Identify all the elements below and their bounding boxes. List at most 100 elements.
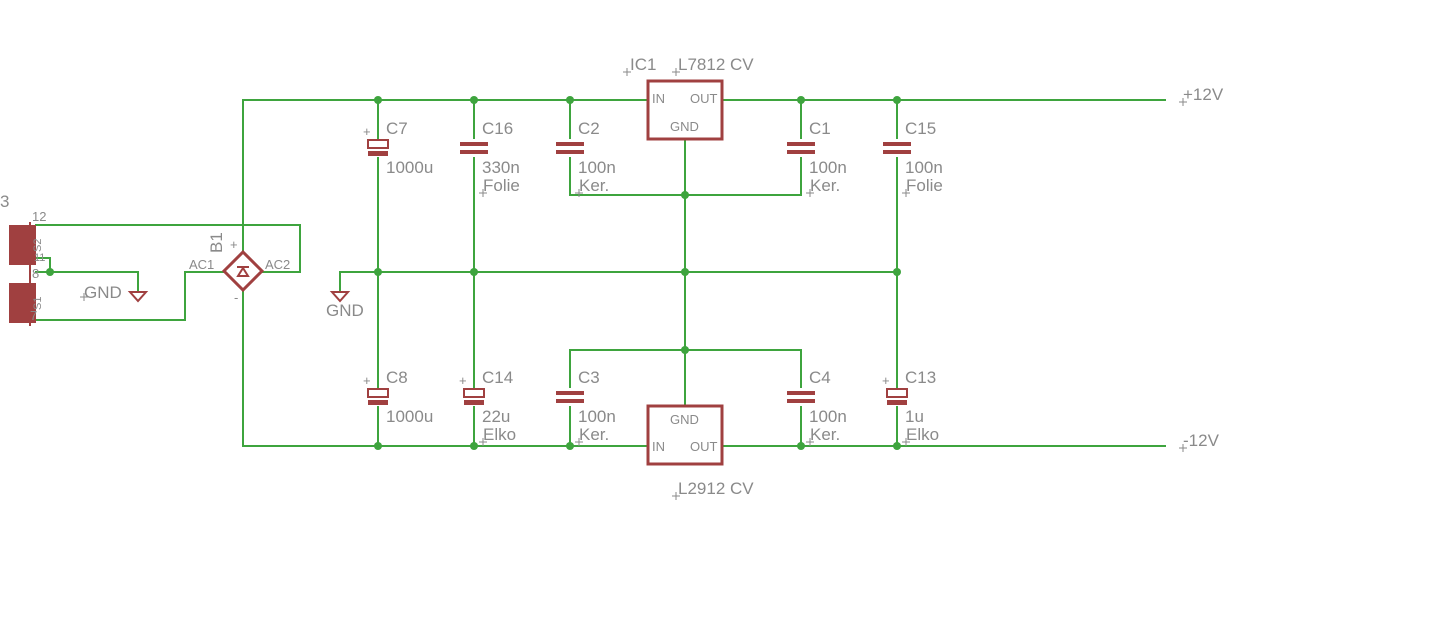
capacitor-plate-minus [464, 400, 484, 405]
capacitor-plate-bottom [556, 399, 584, 403]
capacitor-plate-minus [887, 400, 907, 405]
capacitor-plate-top [883, 142, 911, 146]
capacitor-plate-top [460, 142, 488, 146]
capacitor-value: 1u [905, 407, 924, 426]
capacitor-type: Elko [906, 425, 939, 444]
junction-node [470, 442, 478, 450]
junction-node [797, 442, 805, 450]
junction-node [374, 268, 382, 276]
diode-icon [236, 266, 250, 277]
capacitor-plate-plus [367, 139, 389, 149]
junction-node [470, 96, 478, 104]
capacitor-polarity-mark: + [882, 373, 890, 388]
capacitor-ref: C4 [809, 368, 831, 387]
capacitor-gap [787, 388, 815, 406]
capacitor-ref: C1 [809, 119, 831, 138]
capacitor-value: 22u [482, 407, 510, 426]
gnd-label-transformer: GND [84, 283, 122, 302]
junction-node [470, 268, 478, 276]
capacitor-plate-plus [367, 388, 389, 398]
capacitor-value: 100n [578, 407, 616, 426]
capacitor-plate-top [787, 391, 815, 395]
capacitor-type: Elko [483, 425, 516, 444]
junction-node [893, 96, 901, 104]
capacitor-type: Folie [483, 176, 520, 195]
bridge-pin-ac1: AC1 [189, 257, 214, 272]
transformer-core-s2 [9, 225, 36, 265]
ic1-body [646, 79, 724, 141]
capacitor-plate-plus [886, 388, 908, 398]
capacitor-plate-bottom [787, 150, 815, 154]
supply-neg: -12V [1179, 431, 1220, 452]
ic1-pin-gnd: GND [670, 119, 699, 134]
capacitor-plate-minus [368, 400, 388, 405]
capacitor-ref: C13 [905, 368, 936, 387]
junction-node [681, 346, 689, 354]
regulator-ic2: GND IN OUT L2912 CV [646, 404, 754, 500]
ic1-value: L7812 CV [678, 55, 754, 74]
regulator-ic1: IN OUT GND IC1 L7812 CV [623, 55, 754, 141]
bridge-rectifier: B1 + - AC1 AC2 [189, 232, 290, 305]
capacitor-type: Ker. [810, 176, 840, 195]
bridge-pin-minus: - [234, 290, 238, 305]
junction-nodes [46, 96, 901, 450]
capacitor-type: Ker. [579, 176, 609, 195]
supply-pos-label: +12V [1183, 85, 1224, 104]
bridge-pin-plus: + [230, 237, 238, 252]
transformer-pin-7: 7 [30, 308, 37, 323]
junction-node [46, 268, 54, 276]
gnd-symbol-transformer: GND [80, 283, 149, 303]
capacitor-value: 1000u [386, 158, 433, 177]
ic2-pin-out: OUT [690, 439, 718, 454]
supply-neg-label: -12V [1183, 431, 1220, 450]
ic2-pin-gnd: GND [670, 412, 699, 427]
transformer-core-s1 [9, 283, 36, 323]
capacitor-ref: C2 [578, 119, 600, 138]
capacitor-gap [556, 388, 584, 406]
capacitor-gap [787, 139, 815, 157]
capacitor-gap [460, 139, 488, 157]
capacitors: +C71000uC16330nFolieC2100nKer.C1100nKer.… [363, 119, 943, 446]
capacitor-type: Ker. [810, 425, 840, 444]
junction-node [893, 442, 901, 450]
junction-node [374, 96, 382, 104]
junction-node [681, 268, 689, 276]
ic1-pin-out: OUT [690, 91, 718, 106]
junction-node [566, 442, 574, 450]
capacitor-ref: C14 [482, 368, 513, 387]
ic1-ref: IC1 [630, 55, 656, 74]
capacitor-ref: C3 [578, 368, 600, 387]
gnd-triangle-icon [127, 291, 149, 303]
transformer-winding-s2: S2 [32, 239, 44, 252]
gnd-triangle-icon [329, 291, 351, 303]
capacitor-plate-top [556, 391, 584, 395]
ic2-pin-in: IN [652, 439, 665, 454]
junction-node [374, 442, 382, 450]
ic2-value: L2912 CV [678, 479, 754, 498]
gnd-label-main: GND [326, 301, 364, 320]
transformer-winding-s1: S1 [32, 297, 44, 310]
capacitor-ref: C16 [482, 119, 513, 138]
transformer: 3 12 11 8 7 S2 S1 [0, 192, 46, 326]
bridge-diamond [221, 249, 265, 293]
capacitor-plate-minus [368, 151, 388, 156]
capacitor-value: 1000u [386, 407, 433, 426]
capacitor-value: 100n [809, 158, 847, 177]
gnd-symbol-main: GND [326, 291, 364, 320]
capacitor-value: 100n [905, 158, 943, 177]
junction-node [797, 96, 805, 104]
ic1-pin-in: IN [652, 91, 665, 106]
capacitor-ref: C7 [386, 119, 408, 138]
transformer-pin-8: 8 [32, 266, 39, 281]
capacitor-plate-plus [463, 388, 485, 398]
junction-node [681, 191, 689, 199]
bridge-ref: B1 [207, 232, 226, 253]
